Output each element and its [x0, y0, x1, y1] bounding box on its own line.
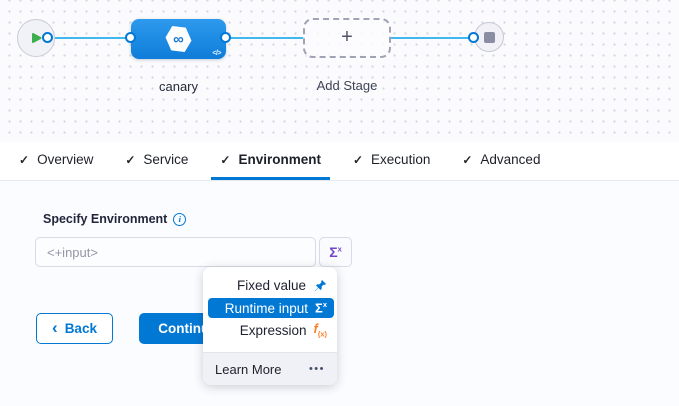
play-icon — [32, 33, 42, 43]
field-label-text: Specify Environment — [43, 212, 168, 226]
stop-icon — [483, 31, 495, 43]
stage-config-tabbar: ✓ Overview ✓ Service ✓ Environment ✓ Exe… — [0, 142, 679, 181]
dropdown-footer: Learn More ••• — [203, 352, 337, 385]
runtime-input-sigma-icon: Σx — [315, 300, 327, 316]
pipeline-end-node[interactable] — [474, 22, 504, 52]
check-icon: ✓ — [352, 152, 364, 167]
menu-item-label: Expression — [239, 323, 307, 338]
edge-stage-to-addstage — [224, 37, 305, 39]
deployment-hexagon-icon: ∞ — [165, 26, 192, 52]
harness-infinity-icon: ∞ — [173, 30, 184, 48]
multitype-selector-button[interactable]: Σx — [319, 237, 352, 267]
menu-item-label: Fixed value — [236, 278, 306, 293]
code-icon: </> — [212, 50, 221, 57]
environment-input[interactable] — [35, 237, 316, 267]
end-node-in-port[interactable] — [468, 32, 479, 43]
tab-label: Execution — [371, 152, 431, 167]
edge-addstage-to-end — [389, 37, 476, 39]
stage-out-port[interactable] — [220, 32, 231, 43]
check-icon: ✓ — [462, 152, 473, 167]
tab-environment[interactable]: ✓ Environment — [211, 142, 330, 180]
more-options-icon[interactable]: ••• — [308, 363, 325, 375]
menu-item-fixed-value[interactable]: Fixed value — [203, 276, 337, 295]
check-icon: ✓ — [19, 152, 30, 167]
add-stage-node[interactable]: + — [303, 18, 391, 58]
edge-start-to-stage — [46, 37, 131, 39]
tab-label: Overview — [37, 152, 94, 167]
menu-item-label: Runtime input — [224, 300, 309, 316]
stage-in-port[interactable] — [125, 32, 136, 43]
add-stage-label: Add Stage — [316, 78, 378, 93]
check-icon: ✓ — [125, 152, 136, 167]
back-button[interactable]: ‹ Back — [36, 313, 113, 344]
multitype-dropdown-menu: Fixed value Runtime input Σx Expression … — [203, 267, 337, 385]
tab-advanced[interactable]: ✓ Advanced — [453, 142, 549, 180]
pipeline-canvas: ∞ </> canary + Add Stage — [0, 0, 679, 142]
expression-fx-icon: f(x) — [313, 321, 327, 340]
start-node-out-port[interactable] — [42, 32, 53, 43]
pin-icon — [314, 279, 327, 292]
specify-environment-label: Specify Environment i — [43, 212, 187, 226]
plus-icon: + — [341, 26, 353, 48]
tab-label: Environment — [238, 152, 321, 167]
tab-execution[interactable]: ✓ Execution — [344, 142, 439, 180]
check-icon: ✓ — [220, 152, 231, 167]
continue-button-label: Continue — [158, 321, 217, 336]
runtime-input-sigma-icon: Σx — [329, 244, 342, 260]
back-button-label: Back — [64, 321, 97, 336]
stage-name-label: canary — [158, 79, 199, 94]
info-icon[interactable]: i — [173, 212, 187, 226]
stage-node-canary[interactable]: ∞ </> — [131, 19, 226, 59]
tab-service[interactable]: ✓ Service — [116, 142, 197, 180]
tab-label: Advanced — [480, 152, 541, 167]
menu-item-expression[interactable]: Expression f(x) — [203, 321, 337, 340]
tab-overview[interactable]: ✓ Overview — [10, 142, 102, 180]
menu-item-runtime-input[interactable]: Runtime input Σx — [208, 298, 334, 318]
tab-label: Service — [143, 152, 189, 167]
chevron-left-icon: ‹ — [52, 318, 58, 337]
learn-more-link[interactable]: Learn More — [215, 361, 282, 377]
